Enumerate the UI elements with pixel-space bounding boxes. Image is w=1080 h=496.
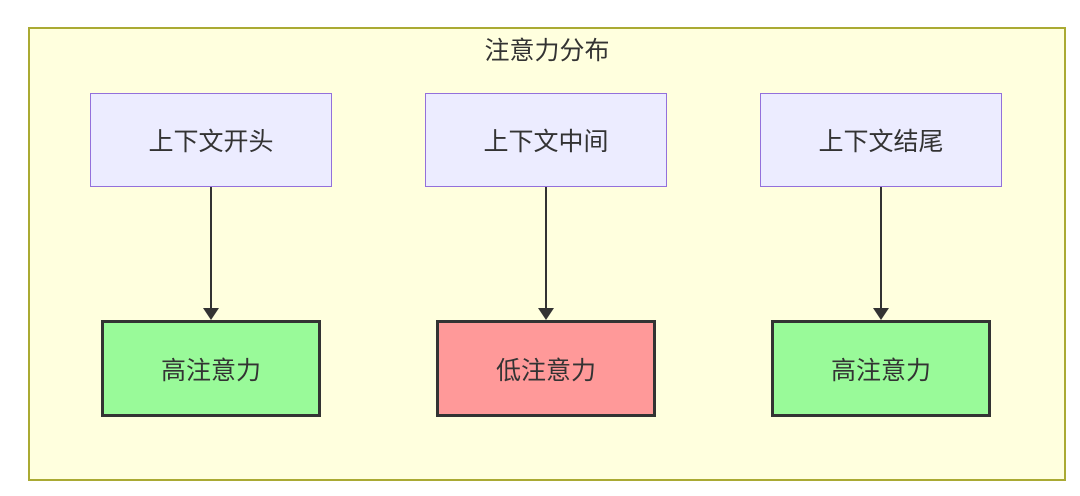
node-context-end: 上下文结尾 xyxy=(760,93,1002,187)
arrowhead-icon xyxy=(203,308,219,320)
arrowhead-icon xyxy=(538,308,554,320)
arrowhead-icon xyxy=(873,308,889,320)
node-high-attention-left: 高注意力 xyxy=(101,320,321,417)
arrow-line xyxy=(544,187,548,309)
node-low-attention-middle: 低注意力 xyxy=(436,320,656,417)
node-context-middle: 上下文中间 xyxy=(425,93,667,187)
node-context-beginning: 上下文开头 xyxy=(90,93,332,187)
arrow-end-to-high xyxy=(873,187,889,320)
arrow-beginning-to-high xyxy=(203,187,219,320)
arrow-line xyxy=(209,187,213,309)
node-high-attention-right: 高注意力 xyxy=(771,320,991,417)
arrow-middle-to-low xyxy=(538,187,554,320)
diagram-title: 注意力分布 xyxy=(484,37,610,65)
arrow-line xyxy=(879,187,883,309)
